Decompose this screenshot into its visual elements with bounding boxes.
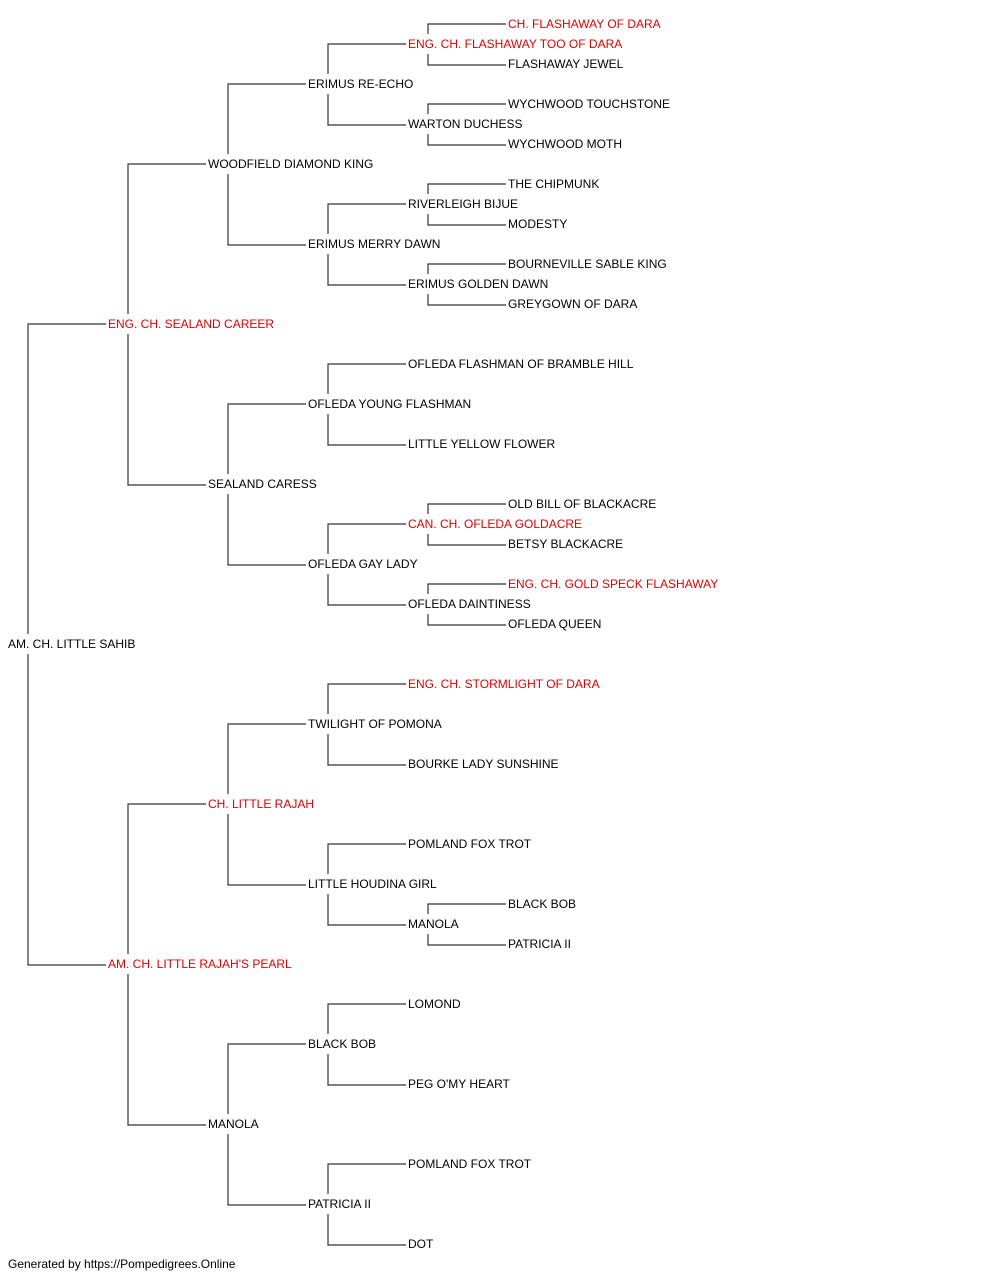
pedigree-connector	[427, 103, 506, 114]
pedigree-connector	[427, 294, 506, 306]
pedigree-name: MODESTY	[508, 217, 567, 231]
pedigree-name: CAN. CH. OFLEDA GOLDACRE	[408, 517, 582, 531]
pedigree-connector	[327, 203, 406, 234]
pedigree-name: PEG O'MY HEART	[408, 1077, 511, 1091]
pedigree-connector	[427, 54, 506, 66]
pedigree-connector	[427, 583, 506, 594]
pedigree-connector	[327, 1214, 406, 1246]
pedigree-connector	[327, 94, 406, 126]
pedigree-name: RIVERLEIGH BIJUE	[408, 197, 518, 211]
pedigree-name: ERIMUS RE-ECHO	[308, 77, 413, 91]
pedigree-name: PATRICIA II	[308, 1197, 371, 1211]
pedigree-connector	[27, 654, 106, 966]
pedigree-connector	[427, 214, 506, 226]
pedigree-name: POMLAND FOX TROT	[408, 1157, 532, 1171]
pedigree-name: POMLAND FOX TROT	[408, 837, 532, 851]
pedigree-name: GREYGOWN OF DARA	[508, 297, 637, 311]
pedigree-name: ENG. CH. STORMLIGHT OF DARA	[408, 677, 600, 691]
pedigree-connector	[227, 814, 306, 886]
pedigree-name: WARTON DUCHESS	[408, 117, 522, 131]
pedigree-name: AM. CH. LITTLE SAHIB	[8, 637, 135, 651]
pedigree-connector	[227, 1134, 306, 1206]
pedigree-connector	[127, 974, 206, 1126]
pedigree-connector	[227, 174, 306, 246]
pedigree-name: CH. LITTLE RAJAH	[208, 797, 314, 811]
pedigree-connector	[327, 843, 406, 874]
pedigree-tree: AM. CH. LITTLE SAHIB ENG. CH. SEALAND CAR…	[8, 17, 718, 1250]
pedigree-name: ENG. CH. GOLD SPECK FLASHAWAY	[508, 577, 718, 591]
pedigree-connector	[327, 734, 406, 766]
pedigree-name: LITTLE HOUDINA GIRL	[308, 877, 437, 891]
pedigree-connector	[227, 723, 306, 794]
pedigree-name: BETSY BLACKACRE	[508, 537, 623, 551]
pedigree-name: OFLEDA GAY LADY	[308, 557, 418, 571]
pedigree-name: BOURKE LADY SUNSHINE	[408, 757, 559, 771]
pedigree-name: MANOLA	[208, 1117, 259, 1131]
pedigree-connector	[327, 254, 406, 286]
pedigree-connector	[327, 363, 406, 394]
pedigree-connector	[327, 1163, 406, 1194]
pedigree-name: OFLEDA DAINTINESS	[408, 597, 531, 611]
pedigree-name: ENG. CH. SEALAND CAREER	[108, 317, 274, 331]
pedigree-connector	[327, 574, 406, 606]
pedigree-connector	[327, 1003, 406, 1034]
pedigree-name: OFLEDA YOUNG FLASHMAN	[308, 397, 471, 411]
pedigree-connector	[427, 503, 506, 514]
pedigree-connector	[327, 683, 406, 714]
pedigree-name: OFLEDA QUEEN	[508, 617, 601, 631]
pedigree-name: DOT	[408, 1237, 434, 1250]
pedigree-name: BLACK BOB	[508, 897, 576, 911]
footer-credit: Generated by https://Pompedigrees.Online	[8, 1257, 236, 1271]
pedigree-name: TWILIGHT OF POMONA	[308, 717, 442, 731]
pedigree-name: ENG. CH. FLASHAWAY TOO OF DARA	[408, 37, 622, 51]
pedigree-name: MANOLA	[408, 917, 459, 931]
pedigree-name: FLASHAWAY JEWEL	[508, 57, 624, 71]
pedigree-connector	[327, 414, 406, 446]
pedigree-connector	[127, 163, 206, 314]
pedigree-connector	[227, 1043, 306, 1114]
pedigree-connector	[427, 534, 506, 546]
pedigree-connector	[227, 494, 306, 566]
pedigree-connector	[227, 403, 306, 474]
pedigree-name: WOODFIELD DIAMOND KING	[208, 157, 373, 171]
pedigree-connector	[427, 263, 506, 274]
pedigree-connector	[127, 803, 206, 954]
pedigree-name: ERIMUS GOLDEN DAWN	[408, 277, 548, 291]
pedigree-connector	[327, 1054, 406, 1086]
pedigree-connector	[327, 894, 406, 926]
pedigree-name: OLD BILL OF BLACKACRE	[508, 497, 656, 511]
pedigree-connector	[27, 323, 106, 634]
pedigree-name: THE CHIPMUNK	[508, 177, 599, 191]
pedigree-name: AM. CH. LITTLE RAJAH'S PEARL	[108, 957, 292, 971]
pedigree-connector	[427, 23, 506, 34]
pedigree-name: LITTLE YELLOW FLOWER	[408, 437, 555, 451]
pedigree-connector	[327, 43, 406, 74]
pedigree-connector	[427, 183, 506, 194]
pedigree-name: PATRICIA II	[508, 937, 571, 951]
pedigree-name: ERIMUS MERRY DAWN	[308, 237, 440, 251]
pedigree-connector	[127, 334, 206, 486]
pedigree-name: BOURNEVILLE SABLE KING	[508, 257, 667, 271]
pedigree-name: OFLEDA FLASHMAN OF BRAMBLE HILL	[408, 357, 634, 371]
pedigree-name: BLACK BOB	[308, 1037, 376, 1051]
pedigree-name: CH. FLASHAWAY OF DARA	[508, 17, 661, 31]
pedigree-connector	[227, 83, 306, 154]
pedigree-connector	[427, 134, 506, 146]
pedigree-connector	[327, 523, 406, 554]
pedigree-name: WYCHWOOD TOUCHSTONE	[508, 97, 670, 111]
pedigree-name: SEALAND CARESS	[208, 477, 317, 491]
pedigree-name: WYCHWOOD MOTH	[508, 137, 622, 151]
pedigree-connector	[427, 934, 506, 946]
pedigree-name: LOMOND	[408, 997, 461, 1011]
pedigree-connector	[427, 903, 506, 914]
pedigree-connector	[427, 614, 506, 626]
